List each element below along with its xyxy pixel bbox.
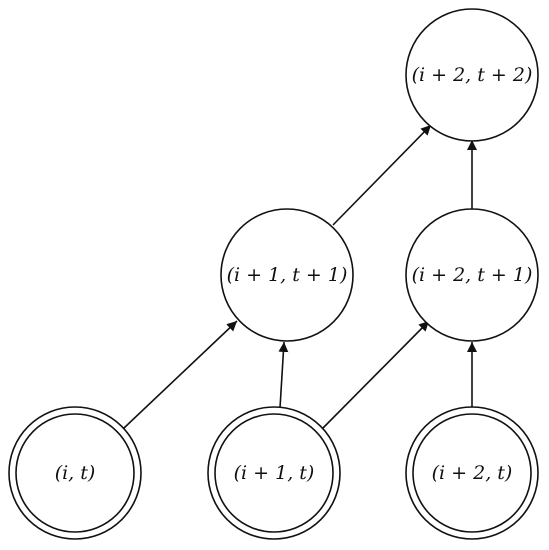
node-inner-ring bbox=[214, 413, 334, 533]
node-i2-t: (i + 2, t) bbox=[405, 406, 539, 540]
node-circle bbox=[405, 8, 539, 142]
node-i2-t2: (i + 2, t + 2) bbox=[405, 8, 539, 142]
edges bbox=[123, 124, 477, 429]
edge-i1t1-to-i2t2 bbox=[332, 124, 432, 226]
node-label: (i + 2, t + 2) bbox=[412, 64, 533, 86]
edge-i1t-to-i1t1 bbox=[278, 341, 289, 409]
node-circle bbox=[405, 208, 539, 342]
node-inner-ring bbox=[15, 413, 135, 533]
node-i1-t: (i + 1, t) bbox=[207, 406, 341, 540]
node-label: (i + 2, t) bbox=[432, 462, 513, 484]
node-inner-ring bbox=[412, 413, 532, 533]
node-i-t: (i, t) bbox=[8, 406, 142, 540]
edge-it-to-i1t1 bbox=[123, 320, 238, 429]
node-label: (i, t) bbox=[55, 462, 96, 484]
node-label: (i + 2, t + 1) bbox=[412, 264, 533, 286]
node-i1-t1: (i + 1, t + 1) bbox=[220, 208, 354, 342]
edge-i1t-to-i2t1 bbox=[322, 320, 430, 429]
node-i2-t1: (i + 2, t + 1) bbox=[405, 208, 539, 342]
node-circle bbox=[220, 208, 354, 342]
node-label: (i + 1, t + 1) bbox=[227, 264, 348, 286]
node-label: (i + 1, t) bbox=[234, 462, 315, 484]
